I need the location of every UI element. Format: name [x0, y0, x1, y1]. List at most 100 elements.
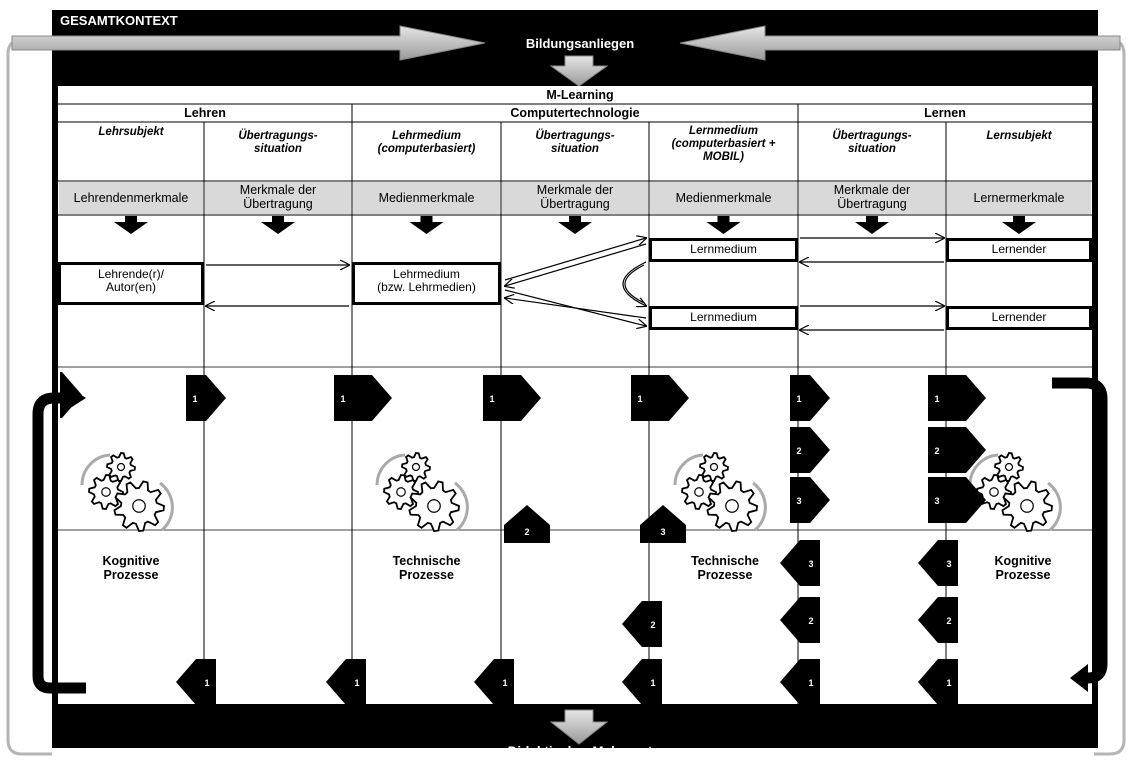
down-arrow-icon	[558, 216, 592, 234]
step-number: 3	[934, 496, 940, 506]
teach-medium-box-label: Lehrmedium (bzw. Lehrmedien)	[377, 267, 476, 295]
process-label-teach-medium: Technische Prozesse	[392, 554, 461, 582]
feature-cell-7	[947, 182, 1091, 214]
flow-lm2-to-tm	[505, 298, 647, 319]
feature-label-4: Merkmale der Übertragung	[536, 183, 614, 211]
loop-arrowhead-teacher-icon	[64, 384, 86, 412]
step-number: 3	[660, 527, 666, 537]
down-arrow-icon	[855, 216, 889, 234]
loop-arrows	[32, 377, 1108, 694]
process-label-teacher: Kognitive Prozesse	[102, 554, 160, 582]
column-header-1: Lehrsubjekt	[98, 126, 164, 138]
down-arrow-icon	[706, 216, 741, 234]
learn-medium-box-2	[649, 306, 798, 330]
step-number: 1	[650, 678, 656, 688]
step-arrow-left-icon	[918, 597, 958, 643]
step-arrow-right-icon	[790, 427, 830, 473]
step-number: 1	[637, 394, 643, 404]
step-arrow-right-icon	[946, 375, 986, 421]
teacher-box	[58, 262, 204, 305]
step-number: 1	[502, 678, 508, 688]
teach-medium-box	[352, 262, 501, 305]
column-header-4: Übertragungs- situation	[535, 130, 615, 155]
top-label: Bildungsanliegen	[525, 36, 635, 51]
feature-label-3: Medienmerkmale	[378, 191, 475, 205]
feature-cell-2	[205, 182, 351, 214]
step-arrow-right-icon	[186, 375, 226, 421]
step-number: 3	[808, 559, 814, 569]
step-arrow-right-icon	[946, 477, 986, 523]
context-arrow-left	[11, 25, 486, 61]
step-arrow-left-icon	[918, 540, 958, 586]
flow-arrows	[206, 238, 944, 330]
column-header-6: Übertragungs- situation	[832, 130, 912, 155]
group-computertechnologie: Computertechnologie	[510, 106, 640, 120]
step-number: 1	[204, 678, 210, 688]
group-lehren: Lehren	[184, 106, 226, 120]
process-label-learn-medium: Technische Prozesse	[691, 554, 759, 582]
down-arrow-icon	[409, 216, 444, 234]
feature-cell-3	[353, 182, 500, 214]
feature-label-1: Lehrendenmerkmale	[73, 191, 189, 205]
feature-label-2: Merkmale der Übertragung	[239, 183, 317, 211]
loop-arrowhead-learner-icon	[1070, 664, 1088, 692]
step-arrow-right-icon	[790, 375, 830, 421]
step-arrow-left-icon	[918, 659, 958, 705]
step-number: 1	[340, 394, 346, 404]
flow-lm2-lm1-connector	[624, 264, 645, 304]
feature-row	[59, 182, 1091, 214]
learn-medium-box-1	[649, 238, 798, 262]
loop-arrow-teacher-icon	[32, 392, 86, 694]
step-arrow-left-icon	[326, 659, 366, 705]
step-arrow-left-icon	[176, 659, 216, 705]
gear-icons	[80, 452, 1062, 532]
step-number: 2	[934, 446, 940, 456]
step-arrow-right-icon	[501, 375, 541, 421]
group-lernen: Lernen	[924, 106, 966, 120]
step-arrow-left-icon	[474, 659, 514, 705]
step-number: 1	[796, 394, 802, 404]
step-arrow-left-icon	[622, 659, 662, 705]
feature-label-6: Merkmale der Übertragung	[833, 183, 911, 211]
bildungsanliegen-down-arrow	[549, 55, 609, 87]
column-header-7: Lernsubjekt	[986, 130, 1052, 142]
step-number: 2	[808, 616, 814, 626]
step-number: 3	[796, 496, 802, 506]
step-arrow-right-icon	[649, 375, 689, 421]
flow-lm1-lm2-connector	[622, 261, 646, 306]
step-arrow-left-icon	[780, 597, 820, 643]
learner-box-1	[946, 238, 1092, 262]
feature-cell-1	[59, 182, 203, 214]
step-number: 1	[354, 678, 360, 688]
feature-cell-6	[799, 182, 945, 214]
step-arrow-right-icon	[946, 427, 986, 473]
step-number: 1	[192, 394, 198, 404]
loop-arrow-learner-icon	[1052, 377, 1108, 684]
feature-label-5: Medienmerkmale	[675, 191, 772, 205]
down-arrow-icon	[261, 216, 295, 234]
mehrwert-down-arrow	[549, 709, 609, 745]
step-number: 2	[524, 527, 530, 537]
process-label-learner: Kognitive Prozesse	[994, 554, 1052, 582]
step-arrow-up-icon	[504, 505, 550, 543]
context-label: GESAMTKONTEXT	[60, 13, 178, 28]
step-arrows	[60, 372, 986, 705]
learner-box-1-label: Lernender	[991, 242, 1047, 256]
step-arrow-right-icon	[352, 375, 392, 421]
step-arrow-left-icon	[622, 601, 662, 647]
learn-medium-box-2-label: Lernmedium	[690, 310, 757, 324]
step-number: 1	[489, 394, 495, 404]
teacher-box-label: Lehrende(r)/ Autor(en)	[97, 267, 165, 295]
down-arrow-icon	[1002, 216, 1036, 234]
entity-boxes	[58, 238, 1092, 330]
context-frame-right	[1092, 86, 1098, 706]
column-header-3: Lehrmedium (computerbasiert)	[377, 130, 476, 155]
learn-medium-box-1-label: Lernmedium	[690, 242, 757, 256]
down-arrow-icon	[114, 216, 148, 234]
step-number: 3	[946, 559, 952, 569]
step-arrow-left-icon	[780, 659, 820, 705]
step-arrow-up-icon	[640, 505, 686, 543]
flow-lm1-to-tm	[505, 243, 647, 286]
